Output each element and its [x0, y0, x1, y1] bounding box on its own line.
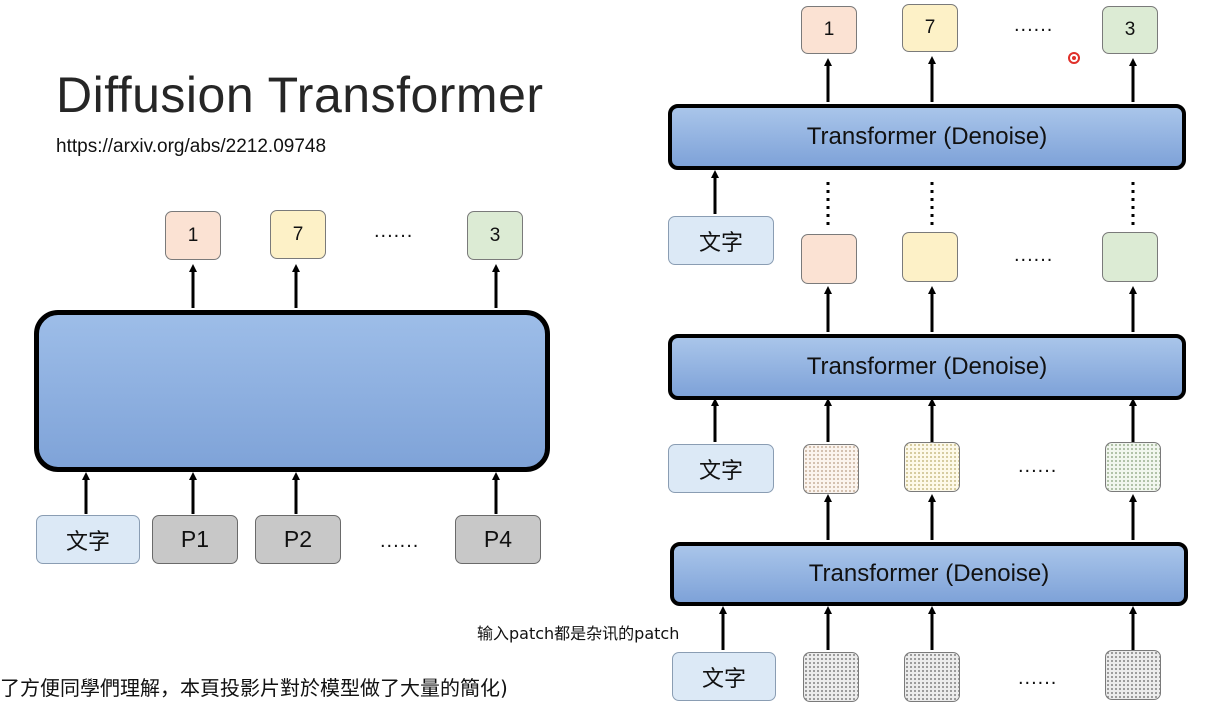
paper-link[interactable]: https://arxiv.org/abs/2212.09748	[56, 136, 327, 157]
transformer-denoise-block-top: Transformer (Denoise)	[668, 104, 1186, 170]
cursor-dot	[1068, 52, 1080, 64]
final-output-ellipsis: ......	[1014, 14, 1054, 36]
output-token-1: 1	[165, 211, 221, 260]
partially-noisy-patch-green	[1105, 442, 1161, 492]
noise-patch-1	[803, 652, 859, 702]
text-condition-box-top: 文字	[668, 216, 774, 265]
patch-p2: P2	[255, 515, 341, 564]
text-condition-box-middle: 文字	[668, 444, 774, 493]
denoised-patch-green	[1102, 232, 1158, 282]
transformer-block	[34, 310, 550, 472]
text-condition-box-bottom: 文字	[672, 652, 776, 701]
noise-patch-2	[904, 652, 960, 702]
output-token-3: 3	[467, 211, 523, 260]
noise-patch-4	[1105, 650, 1161, 700]
text-input-box: 文字	[36, 515, 140, 564]
middle-row-ellipsis: ......	[1018, 455, 1058, 477]
transformer-denoise-block-middle: Transformer (Denoise)	[668, 334, 1186, 400]
slide-title: Diffusion Transformer	[56, 67, 544, 123]
subtitle-caption: 了方便同學們理解，本頁投影片對於模型做了大量的簡化)	[0, 676, 508, 700]
denoised-patch-orange	[801, 234, 857, 284]
patch-p1: P1	[152, 515, 238, 564]
input-ellipsis: ......	[380, 530, 420, 552]
upper-row-ellipsis: ......	[1014, 244, 1054, 266]
bottom-row-ellipsis: ......	[1018, 667, 1058, 689]
final-output-token-7: 7	[902, 4, 958, 52]
patch-p4: P4	[455, 515, 541, 564]
denoised-patch-yellow	[902, 232, 958, 282]
partially-noisy-patch-orange	[803, 444, 859, 494]
partially-noisy-patch-yellow	[904, 442, 960, 492]
output-token-7: 7	[270, 210, 326, 259]
transformer-denoise-block-bottom: Transformer (Denoise)	[670, 542, 1188, 606]
final-output-token-3: 3	[1102, 6, 1158, 54]
annotation-caption: 输入patch都是杂讯的patch	[477, 624, 680, 643]
final-output-token-1: 1	[801, 6, 857, 54]
output-ellipsis: ......	[374, 220, 414, 242]
